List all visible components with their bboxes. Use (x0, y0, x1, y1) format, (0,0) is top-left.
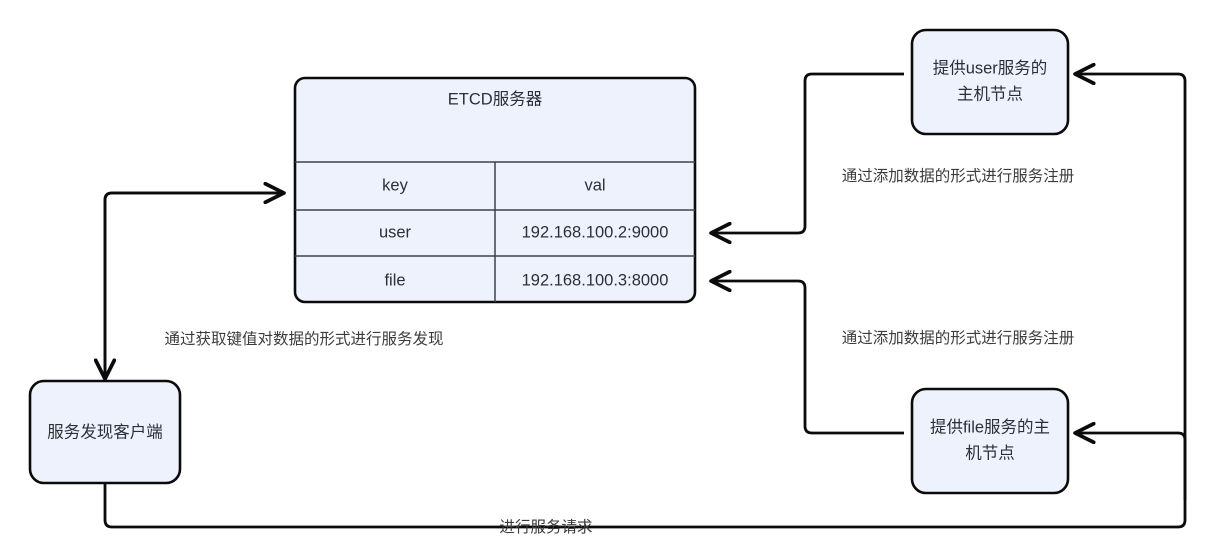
edge-label-register-user: 通过添加数据的形式进行服务注册 (842, 167, 1075, 185)
table-cell-key-user: user (379, 223, 412, 241)
edge-label-discovery: 通过获取键值对数据的形式进行服务发现 (164, 330, 443, 348)
file-service-label-line1: 提供file服务的主 (930, 417, 1050, 436)
node-user-service: 提供user服务的 主机节点 (910, 28, 1070, 136)
user-service-box (910, 28, 1070, 136)
table-header-val: val (584, 176, 605, 194)
etcd-table-title: ETCD服务器 (448, 89, 543, 108)
discovery-client-label: 服务发现客户端 (47, 422, 163, 441)
table-cell-val-user: 192.168.100.2:9000 (522, 223, 669, 241)
table-cell-key-file: file (384, 271, 405, 289)
table-row: file 192.168.100.3:8000 (384, 271, 668, 289)
etcd-server-table: ETCD服务器 key val user 192.168.100.2:9000 … (293, 76, 697, 304)
discovery-client-box (28, 379, 182, 485)
node-file-service: 提供file服务的主 机节点 (910, 387, 1070, 495)
user-service-label-line2: 主机节点 (957, 84, 1023, 103)
edge-etcd-to-client (93, 191, 283, 381)
edge-label-register-file: 通过添加数据的形式进行服务注册 (842, 329, 1075, 347)
table-header-key: key (382, 176, 408, 194)
user-service-label-line1: 提供user服务的 (933, 58, 1048, 77)
edge-client-request-to-file-node (1073, 421, 1187, 500)
edge-client-request-to-user-node (103, 62, 1187, 529)
file-service-label-line2: 机节点 (965, 443, 1015, 462)
edge-label-request: 进行服务请求 (499, 518, 592, 536)
edge-user-node-to-etcd (709, 72, 904, 245)
table-row: user 192.168.100.2:9000 (379, 223, 668, 241)
edge-client-to-etcd (103, 181, 286, 380)
file-service-box (910, 387, 1070, 495)
node-discovery-client: 服务发现客户端 (28, 379, 182, 485)
table-cell-val-file: 192.168.100.3:8000 (522, 271, 669, 289)
edge-file-node-to-etcd (709, 269, 904, 435)
